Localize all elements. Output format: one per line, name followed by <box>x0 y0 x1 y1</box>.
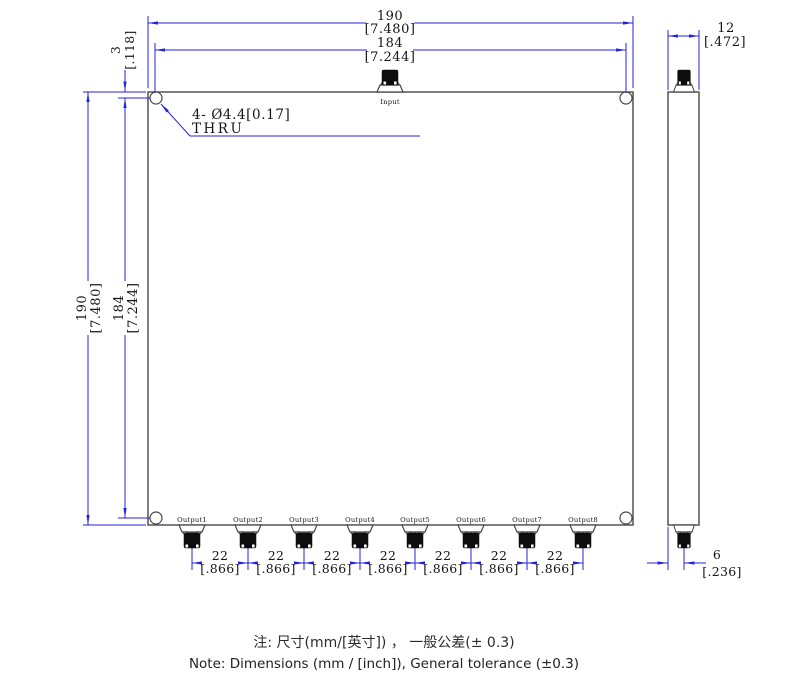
output8-label: Output8 <box>568 516 598 524</box>
dim-body-height-mm: 190 <box>75 295 90 321</box>
dim-hole-edge-offset: 3 [.118] <box>108 30 137 92</box>
mounting-hole-bottom-left <box>149 511 163 525</box>
dim-conn-offset-mm: 6 <box>713 547 721 562</box>
output5-label: Output5 <box>400 516 430 524</box>
dim-side-width: 12 [.472] <box>668 21 746 50</box>
dim-body-height-inch: [7.480] <box>89 283 104 334</box>
dim-body-width-mm: 190 <box>377 9 403 24</box>
dim-hole-span-horizontal: 184 [7.244] <box>155 36 626 65</box>
dim-hole-span-h-mm: 184 <box>377 36 403 51</box>
dim-pitch6-mm: 22 <box>491 548 508 563</box>
dim-pitch1-inch: [.866] <box>200 561 239 576</box>
mounting-hole-top-left <box>149 91 163 105</box>
dim-pitch3-inch: [.866] <box>312 561 351 576</box>
dim-pitch7-inch: [.866] <box>535 561 574 576</box>
mounting-hole-bottom-right <box>619 511 633 525</box>
dim-conn-offset-inch: [.236] <box>702 564 741 579</box>
input-label: Input <box>380 98 400 106</box>
front-body-outline <box>147 91 634 526</box>
input-connector <box>376 69 404 93</box>
drawing-notes: 注: 尺寸(mm/[英寸]) ， 一般公差(± 0.3) Note: Dimen… <box>0 633 768 675</box>
output3-label: Output3 <box>289 516 319 524</box>
dim-pitch2-mm: 22 <box>268 548 285 563</box>
side-body-outline <box>667 91 700 526</box>
side-bottom-connector <box>672 524 696 549</box>
output1-label: Output1 <box>177 516 207 524</box>
dim-pitch7-mm: 22 <box>547 548 564 563</box>
dim-hole-offset-mm: 3 <box>108 46 123 54</box>
dim-pitch4-inch: [.866] <box>368 561 407 576</box>
dim-hole-span-v-inch: [7.244] <box>126 283 141 334</box>
dim-output-pitch-group: 22 [.866] 22 [.866] 22 [.866] 22 [.866] … <box>192 548 583 576</box>
dim-side-width-mm: 12 <box>717 21 735 36</box>
dim-pitch5-inch: [.866] <box>423 561 462 576</box>
dim-body-width: 190 [7.480] <box>148 9 633 37</box>
dim-pitch2-inch: [.866] <box>256 561 295 576</box>
dim-connector-edge-offset: 6 [.236] <box>647 547 741 579</box>
output-labels: Output1 Output2 Output3 Output4 Output5 … <box>177 516 598 524</box>
dim-hole-span-vertical: 184 [7.244] <box>112 98 141 518</box>
dim-pitch3-mm: 22 <box>324 548 341 563</box>
dim-side-width-inch: [.472] <box>704 35 746 50</box>
dim-pitch6-inch: [.866] <box>479 561 518 576</box>
side-view <box>667 69 700 570</box>
note-chinese: 注: 尺寸(mm/[英寸]) ， 一般公差(± 0.3) <box>253 635 515 651</box>
hole-callout-thru: THRU <box>192 121 244 137</box>
dim-body-width-inch: [7.480] <box>365 22 416 37</box>
hole-callout: 4- Ø4.4[0.17] THRU <box>160 103 420 137</box>
output2-label: Output2 <box>233 516 263 524</box>
mounting-hole-top-right <box>619 91 633 105</box>
drawing-canvas: Input Output1 Output2 Output3 Out <box>75 9 746 579</box>
output-connectors <box>178 524 597 549</box>
dim-pitch5-mm: 22 <box>435 548 452 563</box>
dim-hole-span-v-mm: 184 <box>112 295 127 321</box>
dim-pitch4-mm: 22 <box>380 548 397 563</box>
dim-pitch1-mm: 22 <box>212 548 229 563</box>
output7-label: Output7 <box>512 516 542 524</box>
side-top-connector <box>672 69 696 93</box>
dim-body-height: 190 [7.480] <box>75 92 104 525</box>
output4-label: Output4 <box>345 516 375 524</box>
front-view: Input Output1 Output2 Output3 Out <box>147 69 634 570</box>
output6-label: Output6 <box>456 516 486 524</box>
dim-hole-span-h-inch: [7.244] <box>365 50 416 65</box>
note-english: Note: Dimensions (mm / [inch]), General … <box>188 656 580 672</box>
hole-callout-text: 4- Ø4.4[0.17] <box>192 107 290 123</box>
dim-hole-offset-inch: [.118] <box>122 30 137 69</box>
